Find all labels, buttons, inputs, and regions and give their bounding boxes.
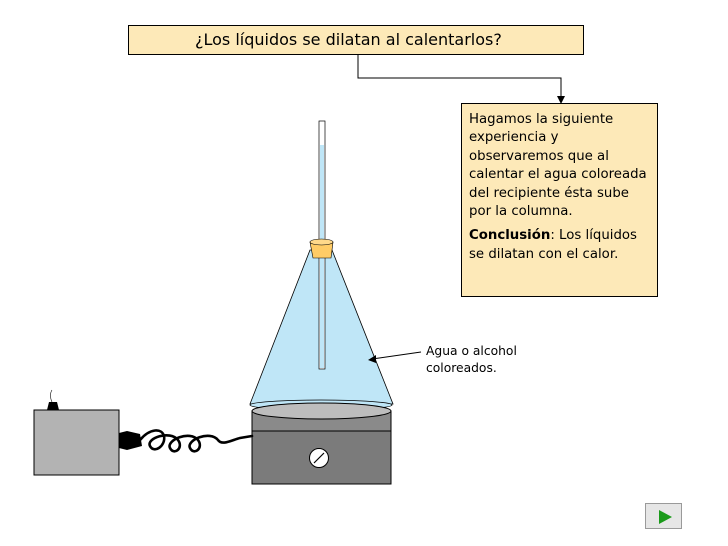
- heater-plate: [251, 402, 392, 420]
- knob-indicator: [313, 452, 325, 464]
- connector-arrowhead: [557, 96, 565, 104]
- conclusion-body: : Los líquidos se dilatan con el calor.: [469, 228, 637, 262]
- question-title-box: ¿Los líquidos se dilatan al calentarlos?: [128, 25, 584, 55]
- switch-wire: [50, 389, 53, 403]
- liquid-label: Agua o alcohol coloreados.: [426, 344, 517, 375]
- connector-line: [357, 55, 562, 98]
- explanation-text: Hagamos la siguiente experiencia y obser…: [469, 112, 647, 220]
- play-triangle-icon: [659, 510, 672, 524]
- conclusion-label: Conclusión: [469, 228, 551, 244]
- power-source: [33, 409, 120, 476]
- stopper-top: [309, 238, 334, 246]
- explanation-box: Hagamos la siguiente experiencia y obser…: [461, 103, 658, 297]
- power-cable: [138, 429, 254, 453]
- label-pointer-arrowhead: [368, 355, 376, 363]
- power-plug: [119, 431, 142, 450]
- question-title: ¿Los líquidos se dilatan al calentarlos?: [195, 30, 502, 49]
- next-slide-button[interactable]: [645, 503, 682, 529]
- power-switch: [47, 402, 59, 410]
- conclusion-text: Conclusión: Los líquidos se dilatan con …: [469, 227, 651, 264]
- label-pointer-line: [371, 351, 422, 360]
